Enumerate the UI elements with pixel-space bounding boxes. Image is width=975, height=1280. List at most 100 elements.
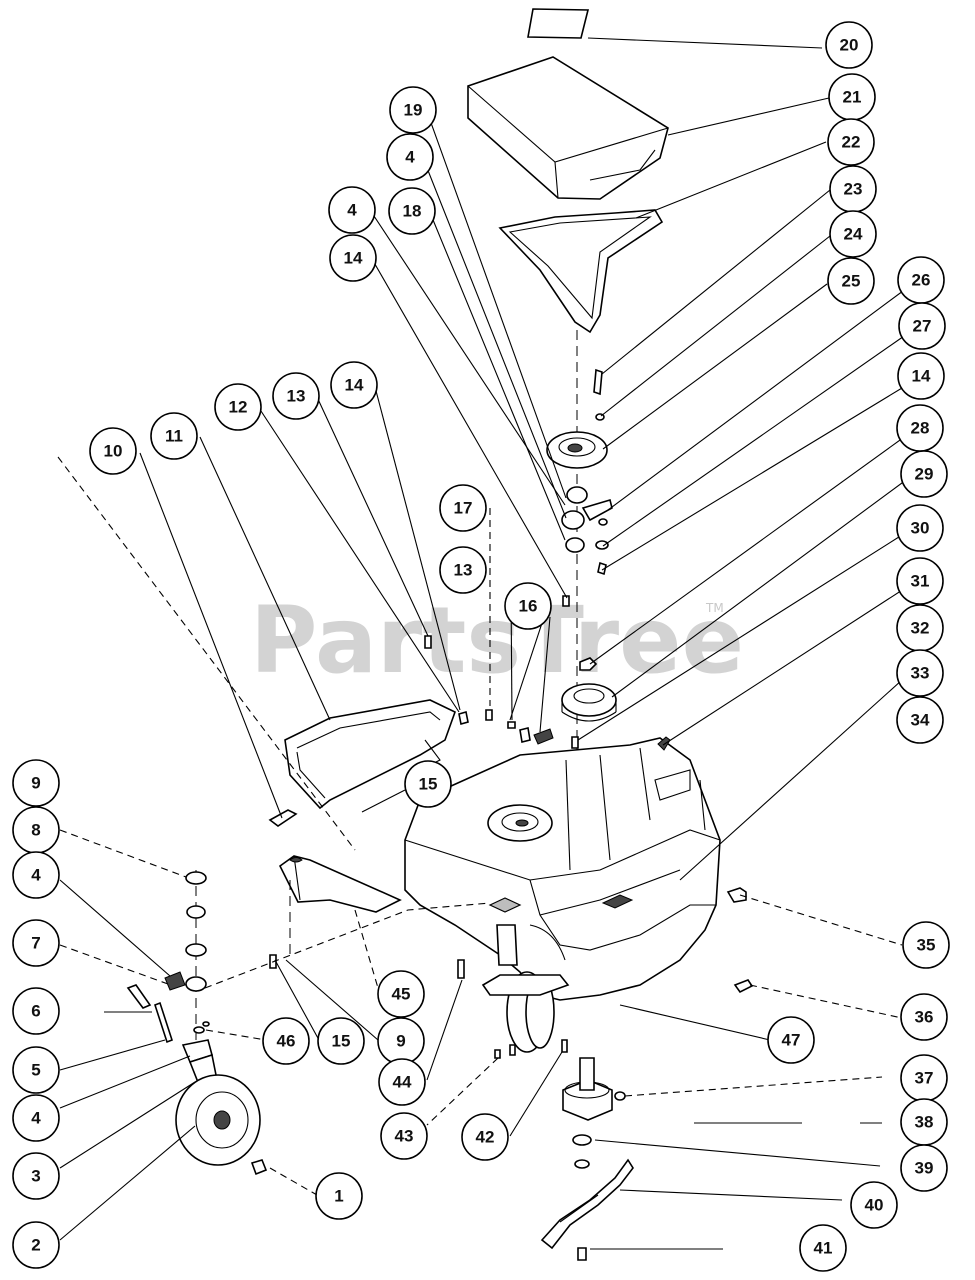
part-blade-bolt	[577, 1247, 587, 1261]
svg-text:19: 19	[404, 101, 423, 120]
callout-10: 10	[89, 427, 137, 475]
callout-45: 45	[377, 970, 425, 1018]
callout-41: 41	[799, 1224, 847, 1272]
callout-9-upper: 9	[12, 759, 60, 807]
svg-text:21: 21	[843, 88, 862, 107]
svg-text:33: 33	[911, 664, 930, 683]
callout-9-lower: 9	[377, 1017, 425, 1065]
svg-text:35: 35	[917, 936, 936, 955]
callout-13-mid: 13	[439, 546, 487, 594]
svg-text:14: 14	[912, 367, 931, 386]
callout-31: 31	[896, 557, 944, 605]
svg-text:24: 24	[844, 225, 863, 244]
svg-text:47: 47	[782, 1031, 801, 1050]
svg-text:5: 5	[31, 1061, 40, 1080]
callout-11: 11	[150, 412, 198, 460]
svg-text:31: 31	[911, 572, 930, 591]
callout-17: 17	[439, 484, 487, 532]
callout-32: 32	[896, 604, 944, 652]
part-bushing-8	[185, 871, 207, 885]
svg-text:26: 26	[912, 271, 931, 290]
callout-6: 6	[12, 987, 60, 1035]
part-axle-5	[154, 1001, 173, 1044]
callout-15-upper: 15	[404, 760, 452, 808]
part-bushing-4	[565, 537, 585, 553]
callout-25: 25	[827, 257, 875, 305]
svg-text:4: 4	[405, 148, 415, 167]
callout-35: 35	[902, 921, 950, 969]
part-bolt-6	[126, 984, 152, 1009]
part-bolt-14	[562, 595, 570, 607]
callout-28: 28	[896, 404, 944, 452]
svg-text:36: 36	[915, 1008, 934, 1027]
callout-24: 24	[829, 210, 877, 258]
callout-27: 27	[898, 302, 946, 350]
svg-text:42: 42	[476, 1128, 495, 1147]
callout-14-upper: 14	[329, 234, 377, 282]
callout-29: 29	[900, 450, 948, 498]
svg-text:7: 7	[31, 934, 40, 953]
part-spring-16	[533, 728, 554, 745]
callout-7: 7	[12, 919, 60, 967]
svg-text:15: 15	[419, 775, 438, 794]
callout-36: 36	[900, 993, 948, 1041]
leader-lines	[57, 37, 911, 1250]
part-washer-27	[595, 540, 609, 550]
svg-text:11: 11	[165, 427, 183, 446]
part-spacer-18	[561, 510, 585, 530]
svg-text:1: 1	[334, 1187, 343, 1206]
watermark-trademark: TM	[705, 601, 724, 615]
svg-text:28: 28	[911, 419, 930, 438]
callout-40: 40	[850, 1181, 898, 1229]
callout-34: 34	[896, 696, 944, 744]
svg-text:6: 6	[31, 1002, 40, 1021]
part-bolt-23	[593, 368, 603, 396]
part-spring-10	[268, 809, 298, 827]
svg-text:14: 14	[344, 249, 363, 268]
svg-text:23: 23	[844, 180, 863, 199]
part-idler-arm-26	[581, 498, 613, 522]
part-grease-fitting-7	[164, 971, 186, 991]
part-decal	[527, 8, 590, 39]
callout-8: 8	[12, 806, 60, 854]
part-washer-39	[572, 1134, 592, 1146]
svg-text:46: 46	[277, 1032, 296, 1051]
part-caster-fork-deck	[496, 924, 518, 966]
svg-text:45: 45	[392, 985, 411, 1004]
callout-47: 47	[767, 1016, 815, 1064]
callout-43: 43	[380, 1112, 428, 1160]
svg-text:18: 18	[403, 202, 422, 221]
callout-20: 20	[825, 21, 873, 69]
svg-text:25: 25	[842, 272, 861, 291]
callout-26: 26	[897, 256, 945, 304]
callout-14-right: 14	[897, 352, 945, 400]
callout-19: 19	[389, 86, 437, 134]
callout-15-lower: 15	[317, 1017, 365, 1065]
callout-4-left-a: 4	[12, 851, 60, 899]
callout-18: 18	[388, 187, 436, 235]
svg-text:15: 15	[332, 1032, 351, 1051]
exploded-parts-drawing	[126, 8, 754, 1261]
callout-22: 22	[827, 118, 875, 166]
callout-23: 23	[829, 165, 877, 213]
svg-text:34: 34	[911, 711, 930, 730]
svg-text:44: 44	[393, 1073, 412, 1092]
svg-text:38: 38	[915, 1113, 934, 1132]
svg-text:37: 37	[915, 1069, 934, 1088]
part-nut-19	[566, 486, 588, 504]
svg-text:4: 4	[31, 866, 41, 885]
svg-text:13: 13	[454, 561, 473, 580]
svg-text:13: 13	[287, 387, 306, 406]
part-discharge-deflector	[284, 699, 456, 810]
svg-text:29: 29	[915, 465, 934, 484]
callout-3: 3	[12, 1152, 60, 1200]
svg-text:3: 3	[31, 1167, 40, 1186]
svg-text:39: 39	[915, 1159, 934, 1178]
part-blade	[540, 1158, 634, 1250]
svg-text:22: 22	[842, 133, 861, 152]
svg-text:2: 2	[31, 1236, 40, 1255]
callout-16: 16	[504, 582, 552, 630]
callout-2: 2	[12, 1221, 60, 1269]
svg-text:20: 20	[840, 36, 859, 55]
